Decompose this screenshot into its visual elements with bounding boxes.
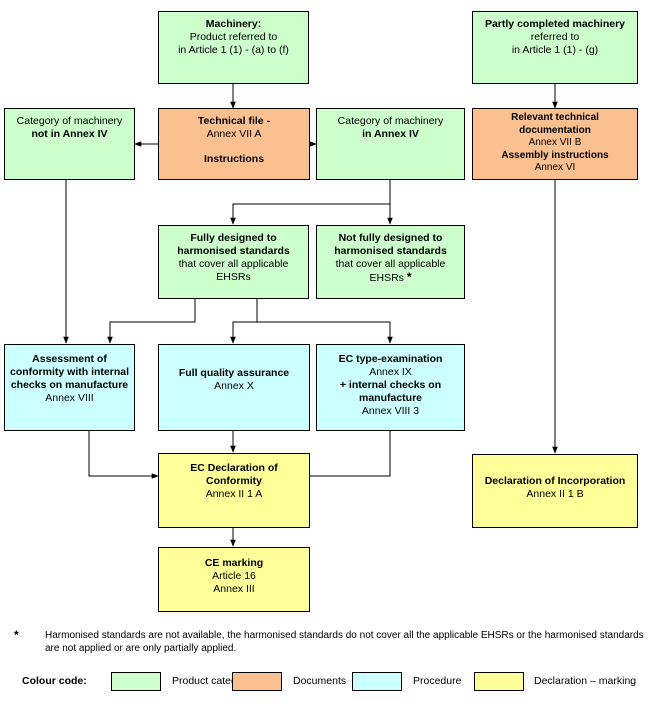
machinery-line2: in Article 1 (1) - (a) to (f): [178, 44, 289, 56]
not-fully-line2: EHSRs: [369, 272, 404, 284]
in-annex-line1: Category of machinery: [337, 115, 444, 127]
assessment-line1: Annex VIII: [45, 392, 94, 404]
not-annex-line1: Category of machinery: [16, 115, 123, 127]
asterisk-marker: *: [406, 270, 412, 284]
machinery-box: Machinery: Product referred to in Articl…: [158, 11, 309, 84]
arrow-not-fully-to-ec-type: [257, 321, 393, 344]
not-fully-designed-box: Not fully designed to harmonised standar…: [316, 225, 465, 299]
ce-marking-title: CE marking: [204, 557, 264, 569]
fully-line1: that cover all applicable: [178, 258, 289, 270]
ec-type-line2: Annex VIII 3: [361, 405, 420, 417]
not-fully-title1: Not fully designed to: [338, 232, 443, 244]
full-quality-title: Full quality assurance: [178, 367, 290, 379]
in-annex-box: Category of machinery in Annex IV: [316, 108, 465, 180]
ce-marking-box: CE marking Article 16 Annex III: [158, 547, 310, 612]
legend-label-declaration-marking: Declaration – marking: [534, 675, 637, 687]
assessment-box: Assessment of conformity with internal c…: [4, 344, 135, 431]
ce-marking-line1: Article 16: [212, 570, 256, 582]
machinery-title: Machinery:: [205, 18, 262, 30]
legend-title: Colour code:: [22, 675, 87, 687]
relevant-doc-title1: Relevant technical: [511, 112, 599, 123]
legend-swatch-declaration-marking: [474, 672, 524, 691]
incorporation-title: Declaration of Incorporation: [484, 475, 626, 487]
ec-declaration-line1: Annex II 1 A: [205, 488, 263, 500]
technical-file-box: Technical file - Annex VII A Instruction…: [158, 108, 310, 180]
colour-legend: Colour code: Product category Documents …: [0, 670, 659, 694]
legend-label-documents: Documents: [293, 675, 347, 687]
ec-type-line1: Annex IX: [369, 366, 412, 378]
legend-swatch-product-category: [111, 672, 161, 691]
arrow-ec-type-to-declaration: [310, 430, 391, 477]
ec-type-title2: + internal checks on: [339, 379, 442, 391]
partly-line1: referred to: [530, 31, 580, 43]
assessment-title1: Assessment of: [32, 353, 107, 365]
ec-declaration-title1: EC Declaration of: [190, 462, 278, 474]
technical-file-line2: Instructions: [203, 153, 265, 165]
arrow-fully-to-assessment: [107, 298, 196, 344]
footnote-asterisk: *: [14, 628, 19, 642]
technical-file-line1: Annex VII A: [206, 128, 262, 140]
ec-declaration-box: EC Declaration of Conformity Annex II 1 …: [158, 453, 310, 528]
partly-title: Partly completed machinery: [484, 18, 626, 30]
ce-marking-line2: Annex III: [213, 583, 255, 595]
relevant-documentation-box: Relevant technical documentation Annex V…: [472, 108, 638, 180]
ec-type-title3: manufacture: [358, 392, 422, 404]
partly-line2: in Article 1 (1) - (g): [511, 44, 599, 56]
ec-type-examination-box: EC type-examination Annex IX + internal …: [316, 344, 465, 431]
split-not-fully: [230, 298, 258, 344]
assessment-title3: checks on manufacture: [10, 379, 129, 391]
partly-completed-box: Partly completed machinery referred to i…: [472, 11, 638, 84]
technical-file-title: Technical file -: [197, 115, 271, 127]
legend-label-procedure: Procedure: [413, 675, 462, 687]
split-in-annex: [230, 180, 391, 225]
relevant-doc-title2: documentation: [519, 124, 591, 136]
legend-swatch-documents: [232, 672, 282, 691]
not-annex-line2: not in Annex IV: [31, 128, 108, 140]
not-fully-title2: harmonised standards: [334, 245, 447, 257]
machinery-line1: Product referred to: [189, 31, 278, 43]
relevant-doc-line1: Annex VII B: [528, 137, 582, 148]
legend-label-product-category: Product category: [172, 675, 252, 687]
relevant-doc-line3: Annex VI: [534, 162, 576, 173]
in-annex-line2: in Annex IV: [362, 128, 419, 140]
full-quality-box: Full quality assurance Annex X: [158, 344, 310, 431]
fully-title1: Fully designed to: [190, 232, 277, 244]
relevant-doc-line2: Assembly instructions: [501, 149, 609, 161]
assessment-title2: conformity with internal: [9, 366, 129, 378]
declaration-of-incorporation-box: Declaration of Incorporation Annex II 1 …: [472, 454, 638, 528]
not-in-annex-box: Category of machinery not in Annex IV: [4, 108, 135, 180]
footnote-text: Harmonised standards are not available, …: [45, 630, 644, 654]
ec-declaration-title2: Conformity: [206, 475, 262, 487]
ec-type-title1: EC type-examination: [338, 353, 443, 365]
full-quality-line1: Annex X: [214, 380, 254, 392]
arrow-assessment-to-declaration: [88, 430, 159, 479]
fully-designed-box: Fully designed to harmonised standards t…: [158, 225, 309, 299]
not-fully-line1: that cover all applicable: [335, 258, 446, 270]
incorporation-line1: Annex II 1 B: [526, 488, 584, 500]
fully-title2: harmonised standards: [177, 245, 290, 257]
fully-line2: EHSRs: [216, 271, 251, 283]
legend-swatch-procedure: [352, 672, 402, 691]
